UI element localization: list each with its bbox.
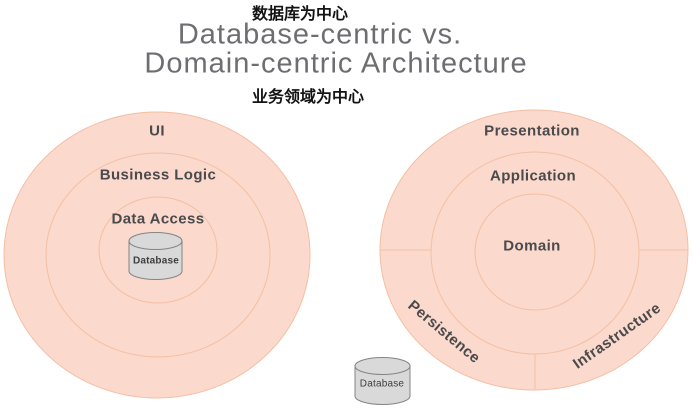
annotation-database-centric: 数据库为中心 <box>251 6 349 23</box>
cylinder-top <box>128 232 183 250</box>
right-inner-circle <box>474 193 596 311</box>
ring-label-domain: Domain <box>503 237 561 255</box>
page-title-line-2: Domain-centric Architecture <box>144 47 528 80</box>
ring-label-business-logic: Business Logic <box>99 166 217 184</box>
ring-label-presentation: Presentation <box>484 122 580 140</box>
database-cylinder-left <box>128 232 183 280</box>
database-label-left: Database <box>132 255 180 267</box>
database-label-right: Database <box>359 378 405 390</box>
cylinder-body <box>128 241 183 280</box>
page-title-line-1: Database-centric vs. <box>177 18 463 51</box>
ring-label-application: Application <box>489 167 577 185</box>
database-cylinder-right <box>354 357 411 405</box>
left-middle-circle <box>45 152 271 358</box>
cylinder-top <box>354 357 411 375</box>
ring-label-data-access: Data Access <box>111 210 205 228</box>
ring-label-ui: UI <box>149 122 165 140</box>
left-inner-circle <box>98 196 218 304</box>
annotation-domain-centric: 业务领域为中心 <box>251 89 365 106</box>
cylinder-body <box>354 366 411 405</box>
